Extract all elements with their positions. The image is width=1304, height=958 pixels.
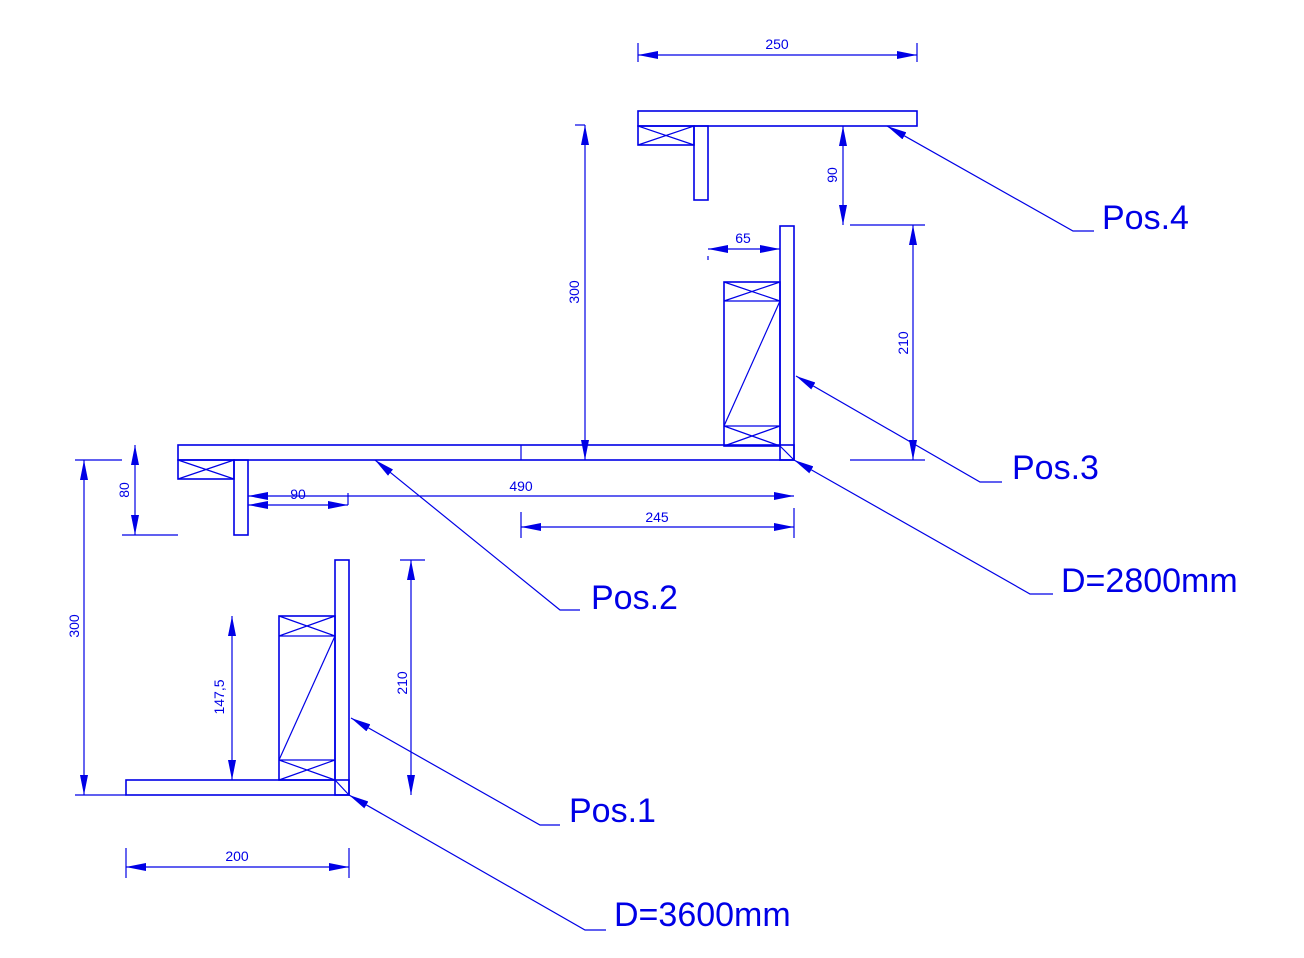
label-pos3: Pos.3 — [1012, 449, 1099, 487]
dimension-490: 490 — [248, 478, 794, 500]
dimension-80: 80 — [116, 445, 178, 536]
dim-text: 90 — [290, 486, 306, 502]
dimension-147-5: 147,5 — [211, 616, 236, 780]
dimension-200: 200 — [125, 848, 350, 878]
leader-pos2: Pos.2 — [374, 459, 678, 617]
dimension-90-pos4: 90 — [824, 126, 925, 226]
dimension-250: 250 — [637, 36, 918, 62]
label-pos1: Pos.1 — [569, 792, 656, 830]
dim-text: 147,5 — [211, 679, 227, 714]
dim-text: 490 — [509, 478, 533, 494]
dim-text: 250 — [765, 36, 789, 52]
dim-text: 80 — [116, 482, 132, 498]
pos4-shelf — [637, 110, 918, 201]
leader-pos1: Pos.1 — [350, 717, 656, 830]
pos3-unit — [723, 225, 795, 461]
dim-text: 210 — [895, 331, 911, 355]
pos1-unit — [125, 559, 350, 796]
label-d-upper: D=2800mm — [1061, 562, 1238, 600]
dimension-300-lower: 300 — [66, 459, 126, 796]
dim-text: 65 — [735, 230, 751, 246]
dim-text: 300 — [566, 280, 582, 304]
dim-text: 245 — [645, 509, 669, 525]
label-pos2: Pos.2 — [591, 579, 678, 617]
label-pos4: Pos.4 — [1102, 199, 1189, 237]
leader-d3600: D=3600mm — [348, 794, 791, 934]
dimension-210-pos1: 210 — [394, 559, 425, 795]
label-d-lower: D=3600mm — [614, 896, 791, 934]
leader-d2800: D=2800mm — [793, 459, 1238, 600]
dimension-300-upper: 300 — [566, 124, 589, 460]
dimension-245: 245 — [520, 508, 795, 538]
leader-pos3: Pos.3 — [795, 375, 1099, 487]
dimension-210-pos3: 210 — [850, 225, 925, 461]
pos2-shelf — [177, 444, 795, 536]
dim-text: 210 — [394, 671, 410, 695]
leader-pos4: Pos.4 — [886, 125, 1189, 237]
dimension-65: 65 — [707, 230, 780, 260]
dim-text: 300 — [66, 614, 82, 638]
dim-text: 200 — [225, 848, 249, 864]
dim-text: 90 — [824, 167, 840, 183]
